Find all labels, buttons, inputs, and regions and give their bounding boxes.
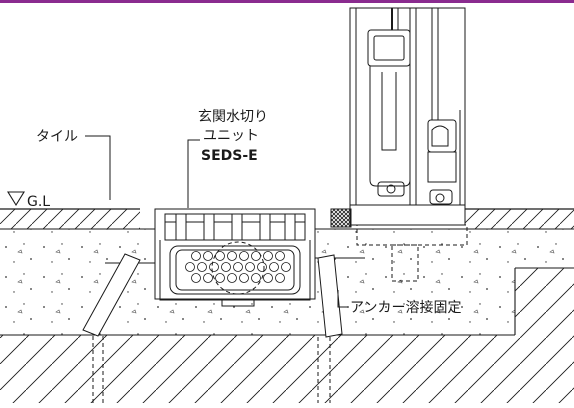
gl-marker bbox=[7, 191, 25, 207]
label-product-line2: ユニット bbox=[203, 128, 259, 144]
label-product-line1: 玄関水切り bbox=[198, 108, 268, 125]
label-anchor: アンカー溶接固定 bbox=[350, 299, 461, 316]
top-accent-rule bbox=[0, 0, 574, 3]
door-sill bbox=[330, 204, 468, 282]
anchor-left bbox=[82, 253, 141, 403]
label-ground-level: G.L bbox=[27, 194, 50, 210]
anchor-right bbox=[317, 254, 343, 403]
label-product-code: SEDS-E bbox=[201, 148, 258, 164]
door-frame bbox=[349, 7, 466, 210]
leader-lines bbox=[85, 135, 348, 308]
label-tile: タイル bbox=[36, 129, 78, 145]
drain-unit bbox=[105, 208, 365, 307]
ground-hatch bbox=[0, 268, 574, 403]
